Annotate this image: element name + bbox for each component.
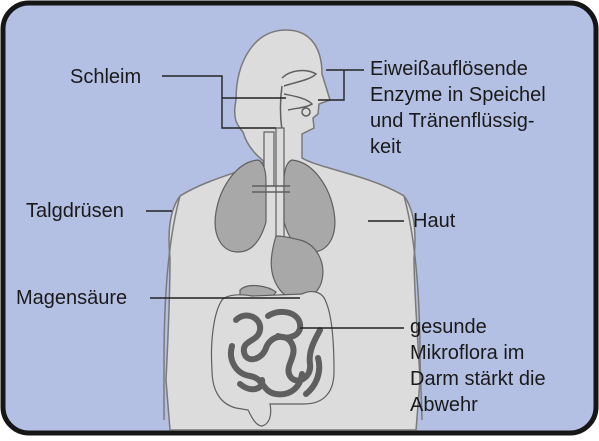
label-talgdruesen: Talgdrüsen <box>26 198 124 224</box>
label-haut: Haut <box>413 208 455 234</box>
label-enzyme: Eiweißauflösende Enzyme in Speichel und … <box>370 56 546 160</box>
esophagus <box>276 128 284 240</box>
label-schleim: Schleim <box>70 64 141 90</box>
label-mikroflora: gesunde Mikroflora im Darm stärkt die Ab… <box>410 314 546 418</box>
label-magensaeure: Magensäure <box>16 285 127 311</box>
